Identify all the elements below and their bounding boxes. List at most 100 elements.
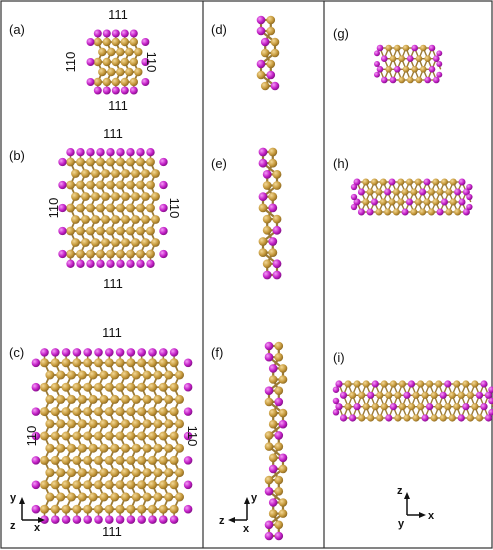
panel-b-ga-atom xyxy=(141,215,150,224)
panel-h-atom xyxy=(353,178,361,186)
panel-a-ga-atom xyxy=(116,47,125,57)
axis-right-side-label: x xyxy=(428,510,435,522)
axis-middle-origin-label: x xyxy=(243,523,250,535)
panel-c-ga-atom xyxy=(94,382,103,392)
panel-i-as-side xyxy=(332,386,340,393)
panel-a-as-top xyxy=(102,29,111,38)
panel-h-atom xyxy=(436,188,444,196)
panel-f-atom xyxy=(264,442,274,451)
panel-label-d: (d) xyxy=(211,22,227,37)
panel-c-ga-atom xyxy=(50,480,60,490)
panel-c-as-right xyxy=(183,504,193,514)
panel-c-ga-atom xyxy=(104,407,114,417)
panel-i-atom xyxy=(435,403,443,411)
panel-c-ga-atom xyxy=(77,492,87,502)
panel-c-as-left xyxy=(31,456,41,465)
panel-b-ga-atom xyxy=(71,238,80,247)
panel-i-atom xyxy=(471,380,479,388)
panel-b-ga-atom xyxy=(111,169,120,178)
panel-b-ga-atom xyxy=(66,226,75,236)
panel-c-as-right xyxy=(183,382,193,392)
panel-b-as-top xyxy=(126,148,135,157)
panel-c-ga-atom xyxy=(67,394,76,404)
panel-c-ga-atom xyxy=(153,370,163,380)
panel-c-ga-atom xyxy=(67,492,76,502)
panel-g-atom xyxy=(389,55,397,62)
panel-i-atom xyxy=(412,391,420,399)
panel-b-ga-atom xyxy=(126,180,135,190)
panel-f-atom xyxy=(264,475,274,485)
axis-middle-side-head xyxy=(228,517,235,523)
panel-i-atom xyxy=(376,391,384,399)
panel-b-ga-atom xyxy=(76,203,85,213)
panel-c-ga-atom xyxy=(99,394,109,404)
panel-i-atom xyxy=(421,414,429,422)
panel-b-ga-atom xyxy=(111,192,120,201)
panel-e-atom xyxy=(272,214,282,224)
panel-h-atom xyxy=(388,178,396,186)
panel-h-atom xyxy=(371,198,378,206)
panel-a-ga-atom xyxy=(98,67,107,77)
panel-i-atom xyxy=(407,403,416,411)
panel-g-atom xyxy=(385,44,393,52)
panel-c-ga-atom xyxy=(121,419,130,429)
panel-e-atom xyxy=(262,259,272,269)
panel-b-as-left xyxy=(58,226,67,236)
panel-c-ga-atom xyxy=(99,468,109,478)
panel-b-ga-atom xyxy=(116,203,125,213)
panel-i-as-side xyxy=(332,409,340,416)
panel-h-atom xyxy=(375,188,383,196)
panel-c-ga-atom xyxy=(121,394,130,404)
panel-i-atom xyxy=(380,403,388,411)
axis-left-side-head xyxy=(38,517,45,523)
panel-b-ga-atom xyxy=(71,169,80,178)
panel-c-ga-atom xyxy=(72,407,82,417)
panel-c-ga-atom xyxy=(158,358,168,368)
panel-c-as-top xyxy=(137,348,146,357)
panel-c-ga-atom xyxy=(148,480,157,490)
panel-b-ga-atom xyxy=(106,203,115,213)
panel-c-as-bottom xyxy=(72,515,82,524)
panel-b-as-left xyxy=(58,157,67,167)
panel-label-i: (i) xyxy=(333,350,345,365)
panel-f-atom xyxy=(264,520,274,530)
facet-c-right: 110 xyxy=(185,426,200,447)
panel-d-atom xyxy=(260,48,270,58)
panel-e-atom xyxy=(258,237,268,246)
panel-i-atom xyxy=(466,391,474,399)
panel-b-as-top xyxy=(106,148,115,157)
panel-b-as-left xyxy=(58,249,67,259)
axis-right-origin-label: y xyxy=(398,518,405,530)
panel-b-ga-atom xyxy=(136,180,145,190)
facet-a-left: 110 xyxy=(63,52,78,73)
panel-c-ga-atom xyxy=(110,394,120,404)
panel-f-atom xyxy=(278,464,288,474)
panel-c-as-top xyxy=(105,348,114,357)
panel-c-as-right xyxy=(183,431,193,441)
panel-b-ga-atom xyxy=(111,215,120,224)
panel-h-atom xyxy=(406,198,413,206)
panel-e-atom xyxy=(262,270,272,280)
panel-e-atom xyxy=(268,203,278,213)
panel-c-ga-atom xyxy=(169,455,179,465)
panel-c-ga-atom xyxy=(142,394,152,404)
panel-c-ga-atom xyxy=(164,394,174,404)
panel-i-atom xyxy=(353,403,361,411)
panel-h-atom xyxy=(366,188,374,196)
panel-b-ga-atom xyxy=(86,249,95,259)
panel-i-atom xyxy=(484,414,493,422)
panel-g-atom xyxy=(381,76,388,84)
panel-h-atom xyxy=(427,188,435,196)
panel-h-atom xyxy=(423,178,431,186)
panel-c-ga-atom xyxy=(77,443,87,453)
panel-c-ga-atom xyxy=(169,431,179,441)
panel-b-ga-atom xyxy=(101,238,110,247)
panel-e-atom xyxy=(268,237,278,246)
panel-b-ga-atom xyxy=(141,169,150,178)
panel-g-as-side xyxy=(436,50,443,57)
panel-i-atom xyxy=(339,391,348,399)
facet-c-top: 111 xyxy=(102,325,122,340)
panel-g-as-side xyxy=(374,50,380,57)
panel-c-ga-atom xyxy=(137,382,147,392)
axis-middle-up-label: y xyxy=(251,492,258,504)
